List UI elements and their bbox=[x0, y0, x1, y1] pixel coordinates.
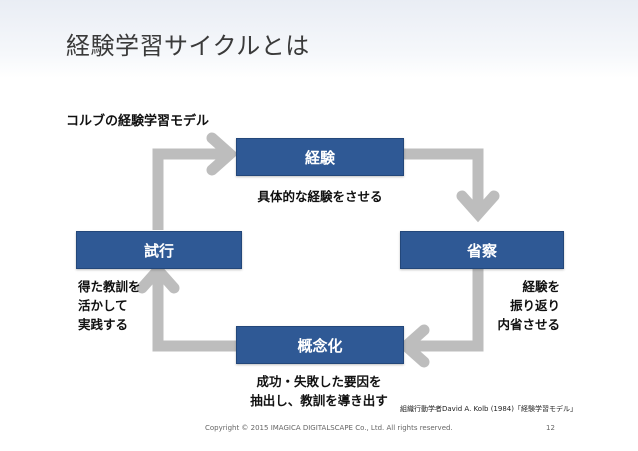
caption-reflection-line: 経験を bbox=[522, 279, 560, 294]
arrow-experience-to-reflection bbox=[404, 148, 484, 208]
node-reflection: 省察 bbox=[400, 231, 564, 269]
arrowhead-trial bbox=[136, 261, 180, 294]
caption-trial-line: 得た教訓を bbox=[78, 279, 141, 294]
page-number: 12 bbox=[546, 424, 555, 432]
page-title: 経験学習サイクルとは bbox=[66, 32, 310, 60]
caption-reflection-line: 振り返り bbox=[509, 298, 560, 313]
arrowhead-concept bbox=[397, 324, 430, 368]
arrow-trial-to-experience bbox=[152, 148, 222, 230]
caption-experience: 具体的な経験をさせる bbox=[250, 187, 390, 206]
node-trial: 試行 bbox=[76, 231, 242, 269]
node-concept-label: 概念化 bbox=[297, 336, 343, 355]
title-band bbox=[0, 0, 638, 78]
caption-trial-line: 活かして bbox=[78, 298, 128, 313]
arrowhead-experience bbox=[206, 132, 239, 176]
node-reflection-label: 省察 bbox=[466, 241, 497, 260]
caption-concept-line: 抽出し、教訓を導き出す bbox=[250, 393, 388, 408]
node-experience: 経験 bbox=[236, 138, 404, 176]
node-concept: 概念化 bbox=[236, 326, 404, 364]
node-trial-label: 試行 bbox=[143, 241, 174, 260]
node-experience-label: 経験 bbox=[304, 148, 335, 167]
reference-note: 組織行動学者David A. Kolb (1984)「経験学習モデル」 bbox=[400, 405, 577, 413]
arrow-concept-to-trial bbox=[152, 278, 236, 352]
caption-experience-line: 具体的な経験をさせる bbox=[257, 189, 383, 204]
arrow-reflection-to-concept bbox=[414, 268, 484, 352]
diagram-subtitle: コルブの経験学習モデル bbox=[66, 114, 210, 129]
caption-trial-line: 実践する bbox=[78, 317, 129, 332]
caption-concept: 成功・失敗した要因を 抽出し、教訓を導き出す bbox=[230, 372, 408, 410]
caption-concept-line: 成功・失敗した要因を bbox=[256, 374, 382, 389]
caption-reflection-line: 内省させる bbox=[497, 317, 560, 332]
arrowhead-reflection bbox=[456, 190, 500, 223]
footer-copyright: Copyright © 2015 IMAGICA DIGITALSCAPE Co… bbox=[205, 424, 453, 432]
caption-trial: 得た教訓を 活かして 実践する bbox=[78, 277, 178, 334]
caption-reflection: 経験を 振り返り 内省させる bbox=[470, 277, 560, 334]
